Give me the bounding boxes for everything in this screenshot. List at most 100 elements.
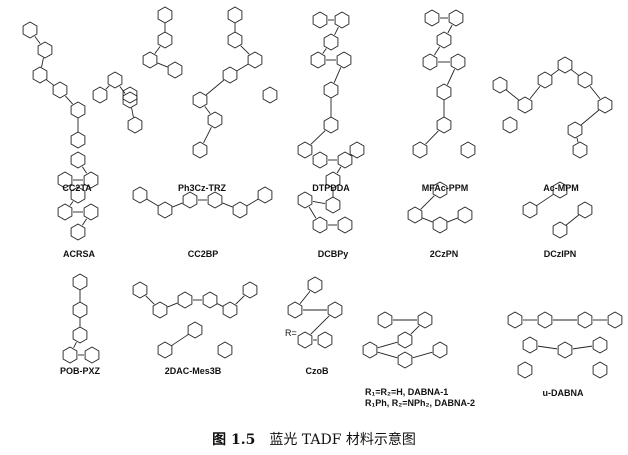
dtpdda-bond <box>334 26 339 36</box>
pob-pxz-ring <box>72 326 88 344</box>
ac-mpm-ring <box>597 96 613 114</box>
dtpdda-ring <box>323 33 339 51</box>
dabna-bond <box>410 325 420 335</box>
ph3cz-trz-ring <box>142 51 158 69</box>
label-dabna-1: R₁=R₂=H, DABNA-1 <box>365 387 449 397</box>
2dac-mes3b-bond <box>167 302 178 308</box>
dcbpy-bond <box>308 206 317 219</box>
label-dczipn: DCzIPN <box>543 249 577 259</box>
ac-mpm-ring <box>502 116 518 134</box>
2dac-mes3b-ring <box>222 301 238 319</box>
dtpdda-bond <box>333 67 342 83</box>
pob-pxz-ring <box>84 346 100 364</box>
ph3cz-trz-ring <box>192 91 208 109</box>
ac-mpm-bond <box>580 109 600 126</box>
label-cc2ta: CC2TA <box>62 183 92 193</box>
dczipn-ring <box>577 201 593 219</box>
ph3cz-trz-ring <box>167 61 183 79</box>
ph3cz-trz-bond <box>154 46 161 54</box>
pob-pxz-ring <box>62 346 78 364</box>
label-u-dabna: u-DABNA <box>542 388 584 398</box>
mfac-ppm-ring <box>436 116 452 134</box>
dabna-bond <box>377 341 398 349</box>
ph3cz-trz-bond <box>205 79 225 96</box>
ph3cz-trz-ring <box>227 31 243 49</box>
2dac-mes3b-ring <box>132 281 148 299</box>
mfac-ppm-ring <box>422 53 438 71</box>
u-dabna-ring <box>522 336 538 354</box>
ac-mpm-bond <box>529 85 541 100</box>
cc2ta-ring <box>127 116 143 134</box>
label-2czpn: 2CzPN <box>429 249 459 259</box>
label-mfac-ppm: MFAc-PPM <box>421 183 469 193</box>
dtpdda-ring <box>349 141 365 159</box>
u-dabna-ring <box>537 311 553 329</box>
cc2bp-bond <box>172 202 183 208</box>
pob-pxz-ring <box>72 301 88 319</box>
dczipn-bond <box>536 194 554 206</box>
cc2ta-ring <box>37 41 53 59</box>
dabna-ring <box>377 311 393 329</box>
cc2ta-bond <box>41 57 44 68</box>
dcbpy-ring <box>337 151 353 169</box>
label-ph3cz-trz: Ph3Cz-TRZ <box>178 183 226 193</box>
dcbpy-ring <box>297 191 313 209</box>
cc2ta-bond <box>34 36 41 44</box>
ac-mpm-bond <box>576 137 579 143</box>
ac-mpm-ring <box>557 56 573 74</box>
czob-ring <box>327 301 343 319</box>
mfac-ppm-ring <box>412 141 428 159</box>
2dac-mes3b-ring <box>187 321 203 339</box>
cc2bp-ring <box>207 191 223 209</box>
acrsa-ring <box>57 203 73 221</box>
czob-bond <box>299 290 311 305</box>
ac-mpm-ring <box>517 96 533 114</box>
2dac-mes3b-ring <box>202 291 218 309</box>
ph3cz-trz-ring <box>262 86 278 104</box>
cc2ta-ring <box>32 66 48 84</box>
u-dabna-ring <box>557 341 573 359</box>
dcbpy-ring <box>312 216 328 234</box>
cc2ta-ring <box>70 131 86 149</box>
cc2bp-ring <box>232 201 248 219</box>
label-2dac-mes3b: 2DAC-Mes3B <box>164 366 222 376</box>
dcbpy-bond <box>336 166 342 174</box>
cc2ta-ring <box>92 86 108 104</box>
2czpn-bond <box>447 217 458 223</box>
2dac-mes3b-bond <box>171 334 189 346</box>
ac-mpm-bond <box>589 85 601 100</box>
2czpn-ring <box>432 216 448 234</box>
u-dabna-ring <box>577 311 593 329</box>
acrsa-ring <box>70 223 86 241</box>
2dac-mes3b-bond <box>216 303 224 307</box>
ph3cz-trz-ring <box>157 31 173 49</box>
dczipn-bond <box>565 214 580 226</box>
dtpdda-ring <box>297 141 313 159</box>
dtpdda-ring <box>336 51 352 69</box>
acrsa-ring <box>70 186 86 204</box>
2czpn-ring <box>432 181 448 199</box>
caption-number: 图 1.5 <box>212 432 256 448</box>
cc2bp-bond <box>146 198 159 207</box>
2dac-mes3b-ring <box>152 301 168 319</box>
cc2bp-bond <box>222 202 233 208</box>
2dac-mes3b-ring <box>217 341 233 359</box>
ac-mpm-bond <box>571 69 579 76</box>
mfac-ppm-ring <box>436 31 452 49</box>
ph3cz-trz-bond <box>203 126 212 144</box>
ac-mpm-ring <box>572 141 588 159</box>
dabna-bond <box>412 351 433 359</box>
acrsa-ring <box>57 171 73 189</box>
ac-mpm-bond <box>505 89 520 101</box>
2dac-mes3b-bond <box>145 295 155 305</box>
mfac-ppm-ring <box>450 53 466 71</box>
ph3cz-trz-ring <box>222 66 238 84</box>
dabna-bond <box>377 351 398 359</box>
acrsa-ring <box>70 151 86 169</box>
cc2ta-ring <box>107 71 123 89</box>
dcbpy-ring <box>312 151 328 169</box>
2czpn-ring <box>457 206 473 224</box>
ph3cz-trz-bond <box>204 106 211 114</box>
dabna-ring <box>432 341 448 359</box>
u-dabna-ring <box>592 336 608 354</box>
